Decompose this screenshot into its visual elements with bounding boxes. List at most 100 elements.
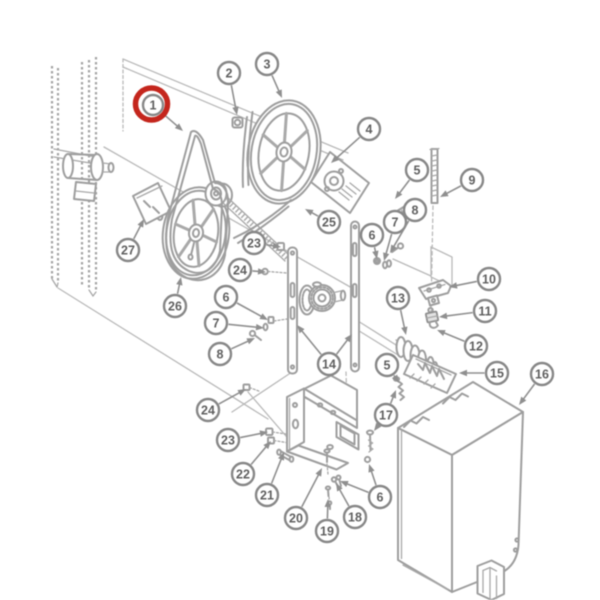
callout-6[interactable]: 6 — [359, 222, 385, 259]
callout-16[interactable]: 16 — [519, 361, 555, 405]
leader-line-23 — [240, 432, 263, 439]
callout-balloon-2[interactable] — [216, 60, 242, 86]
leader-arrow-22 — [263, 441, 271, 450]
highlight-ring — [132, 85, 171, 123]
callout-balloon-23[interactable] — [241, 230, 267, 256]
callout-balloon-8[interactable] — [207, 341, 233, 367]
callout-number-3: 3 — [264, 57, 271, 71]
callout-20[interactable]: 20 — [283, 468, 322, 531]
callout-balloon-23[interactable] — [215, 427, 241, 453]
callout-1[interactable]: 1 — [132, 85, 184, 131]
callout-23[interactable]: 23 — [215, 427, 268, 453]
callout-balloon-5[interactable] — [404, 157, 430, 183]
callout-balloon-12[interactable] — [463, 333, 489, 359]
callout-balloon-9[interactable] — [459, 167, 485, 193]
callout-balloon-15[interactable] — [484, 360, 510, 386]
callout-balloon-25[interactable] — [316, 209, 342, 235]
callout-number-8: 8 — [412, 203, 419, 217]
callout-19[interactable]: 19 — [314, 499, 340, 544]
callout-23[interactable]: 23 — [241, 230, 281, 256]
leader-line-22 — [250, 445, 268, 465]
leader-arrow-7 — [255, 323, 264, 331]
leader-line-6 — [345, 482, 369, 494]
callout-11[interactable]: 11 — [439, 298, 498, 324]
callout-balloon-6[interactable] — [359, 222, 385, 248]
callout-number-24: 24 — [233, 263, 247, 277]
callout-balloon-19[interactable] — [314, 518, 340, 544]
callout-22[interactable]: 22 — [230, 441, 271, 487]
callout-balloon-16[interactable] — [529, 361, 555, 387]
callout-number-15: 15 — [490, 366, 504, 380]
callout-8[interactable]: 8 — [390, 197, 428, 253]
callout-17[interactable]: 17 — [373, 390, 399, 431]
callout-balloon-8[interactable] — [402, 197, 428, 223]
callout-balloon-26[interactable] — [162, 293, 188, 319]
callout-4[interactable]: 4 — [331, 116, 382, 163]
callout-balloon-24[interactable] — [227, 257, 253, 283]
callout-7[interactable]: 7 — [203, 310, 264, 336]
callout-balloon-24[interactable] — [195, 397, 221, 423]
callout-balloon-7[interactable] — [382, 209, 408, 235]
callout-balloon-17[interactable] — [373, 402, 399, 428]
callout-25[interactable]: 25 — [305, 209, 342, 235]
leader-arrow-8 — [246, 338, 255, 345]
callout-24[interactable]: 24 — [195, 389, 246, 423]
callout-balloon-14[interactable] — [316, 351, 342, 377]
callout-balloon-6[interactable] — [367, 484, 393, 510]
callout-5[interactable]: 5 — [374, 352, 400, 383]
callout-21[interactable]: 21 — [254, 452, 285, 508]
callout-14[interactable]: 14 — [297, 325, 352, 377]
callout-8[interactable]: 8 — [207, 338, 255, 367]
callout-24[interactable]: 24 — [227, 257, 266, 283]
leader-arrow-25 — [305, 209, 314, 216]
callout-balloon-6[interactable] — [213, 284, 239, 310]
callout-7[interactable]: 7 — [382, 209, 408, 261]
callout-number-13: 13 — [391, 291, 405, 305]
leader-arrow-5 — [395, 190, 403, 199]
callout-balloon-18[interactable] — [342, 504, 368, 530]
callout-6[interactable]: 6 — [340, 464, 393, 510]
callout-number-2: 2 — [226, 66, 233, 80]
callout-6[interactable]: 6 — [213, 284, 268, 320]
fastener-cluster-left — [248, 316, 288, 341]
callout-number-12: 12 — [469, 339, 483, 353]
callout-balloon-13[interactable] — [385, 285, 411, 311]
leader-arrow-12 — [437, 330, 446, 336]
callout-3[interactable]: 3 — [254, 51, 282, 98]
callout-15[interactable]: 15 — [459, 360, 510, 386]
callout-balloon-7[interactable] — [203, 310, 229, 336]
leader-arrow-18 — [336, 483, 343, 492]
callout-13[interactable]: 13 — [385, 285, 411, 335]
callout-balloon-20[interactable] — [283, 505, 309, 531]
callout-balloon-4[interactable] — [356, 116, 382, 142]
leader-line-14 — [335, 338, 349, 355]
callout-26[interactable]: 26 — [162, 277, 188, 319]
callout-18[interactable]: 18 — [336, 483, 368, 530]
leader-arrow-8 — [390, 244, 397, 253]
callout-9[interactable]: 9 — [440, 167, 485, 197]
callout-number-8: 8 — [217, 347, 224, 361]
callout-2[interactable]: 2 — [216, 60, 242, 115]
leader-arrow-10 — [449, 282, 458, 289]
callout-balloon-3[interactable] — [254, 51, 280, 77]
fastener-cluster-right — [373, 242, 405, 270]
callout-12[interactable]: 12 — [437, 330, 489, 359]
callout-balloon-27[interactable] — [115, 237, 141, 263]
callout-balloon-5[interactable] — [374, 352, 400, 378]
callout-10[interactable]: 10 — [449, 266, 502, 292]
callout-balloon-21[interactable] — [254, 482, 280, 508]
leader-line-27 — [133, 223, 142, 240]
leader-line-12 — [442, 331, 465, 342]
callout-5[interactable]: 5 — [395, 157, 430, 199]
callout-balloon-1[interactable] — [141, 93, 165, 117]
callout-number-17: 17 — [379, 408, 393, 422]
leader-line-16 — [521, 383, 536, 401]
leader-arrow-20 — [315, 468, 322, 477]
motor-plate-item-4 — [310, 151, 370, 214]
callout-27[interactable]: 27 — [115, 219, 144, 263]
callout-balloon-11[interactable] — [472, 298, 498, 324]
callout-balloon-22[interactable] — [230, 461, 256, 487]
callout-number-9: 9 — [469, 173, 476, 187]
callout-balloon-10[interactable] — [476, 266, 502, 292]
